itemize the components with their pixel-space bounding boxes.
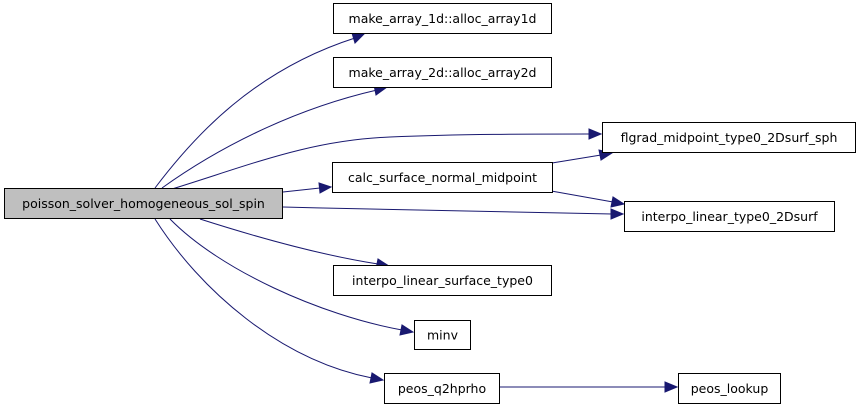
node-peosq2h[interactable]: peos_q2hprho — [384, 373, 500, 404]
node-interposurf[interactable]: interpo_linear_surface_type0 — [333, 265, 552, 296]
node-root[interactable]: poisson_solver_homogeneous_sol_spin — [4, 188, 283, 219]
arrowhead — [351, 32, 366, 44]
edge-root-interposurf — [199, 218, 379, 265]
arrowhead — [664, 381, 679, 393]
node-calcnorm[interactable]: calc_surface_normal_midpoint — [332, 162, 553, 193]
nodes: poisson_solver_homogeneous_sol_spin make… — [4, 3, 856, 404]
edge-calcnorm-flgrad — [551, 154, 602, 164]
arrowhead — [610, 208, 625, 220]
edge-root-interpo2d — [282, 206, 613, 215]
edge-root-flgrad — [171, 133, 591, 190]
node-label: interpo_linear_surface_type0 — [352, 273, 533, 288]
arrowhead — [399, 324, 415, 336]
node-label: make_array_2d::alloc_array2d — [349, 65, 537, 80]
edge-root-calcnorm — [282, 187, 321, 193]
node-label: peos_q2hprho — [398, 381, 486, 396]
node-label: flgrad_midpoint_type0_2Dsurf_sph — [621, 130, 838, 145]
node-alloc2d[interactable]: make_array_2d::alloc_array2d — [333, 57, 552, 88]
edge-root-peosq2h — [154, 218, 373, 379]
node-alloc1d[interactable]: make_array_1d::alloc_array1d — [333, 3, 552, 34]
edge-root-alloc2d — [161, 89, 378, 189]
arrowhead — [369, 372, 385, 384]
edge-root-alloc1d — [154, 37, 356, 189]
arrowhead — [318, 182, 333, 194]
node-label: peos_lookup — [691, 381, 769, 396]
node-label: interpo_linear_type0_2Dsurf — [641, 209, 818, 224]
arrowhead — [610, 196, 626, 208]
node-label: make_array_1d::alloc_array1d — [349, 11, 537, 26]
node-minv[interactable]: minv — [414, 320, 471, 350]
node-label: calc_surface_normal_midpoint — [348, 170, 537, 185]
node-flgrad[interactable]: flgrad_midpoint_type0_2Dsurf_sph — [602, 122, 856, 153]
arrowhead — [588, 128, 603, 140]
node-interpo2d[interactable]: interpo_linear_type0_2Dsurf — [624, 201, 835, 232]
node-label: minv — [427, 328, 459, 343]
node-peoslookup[interactable]: peos_lookup — [678, 373, 781, 404]
node-label: poisson_solver_homogeneous_sol_spin — [22, 196, 265, 211]
edge-root-minv — [169, 218, 403, 331]
